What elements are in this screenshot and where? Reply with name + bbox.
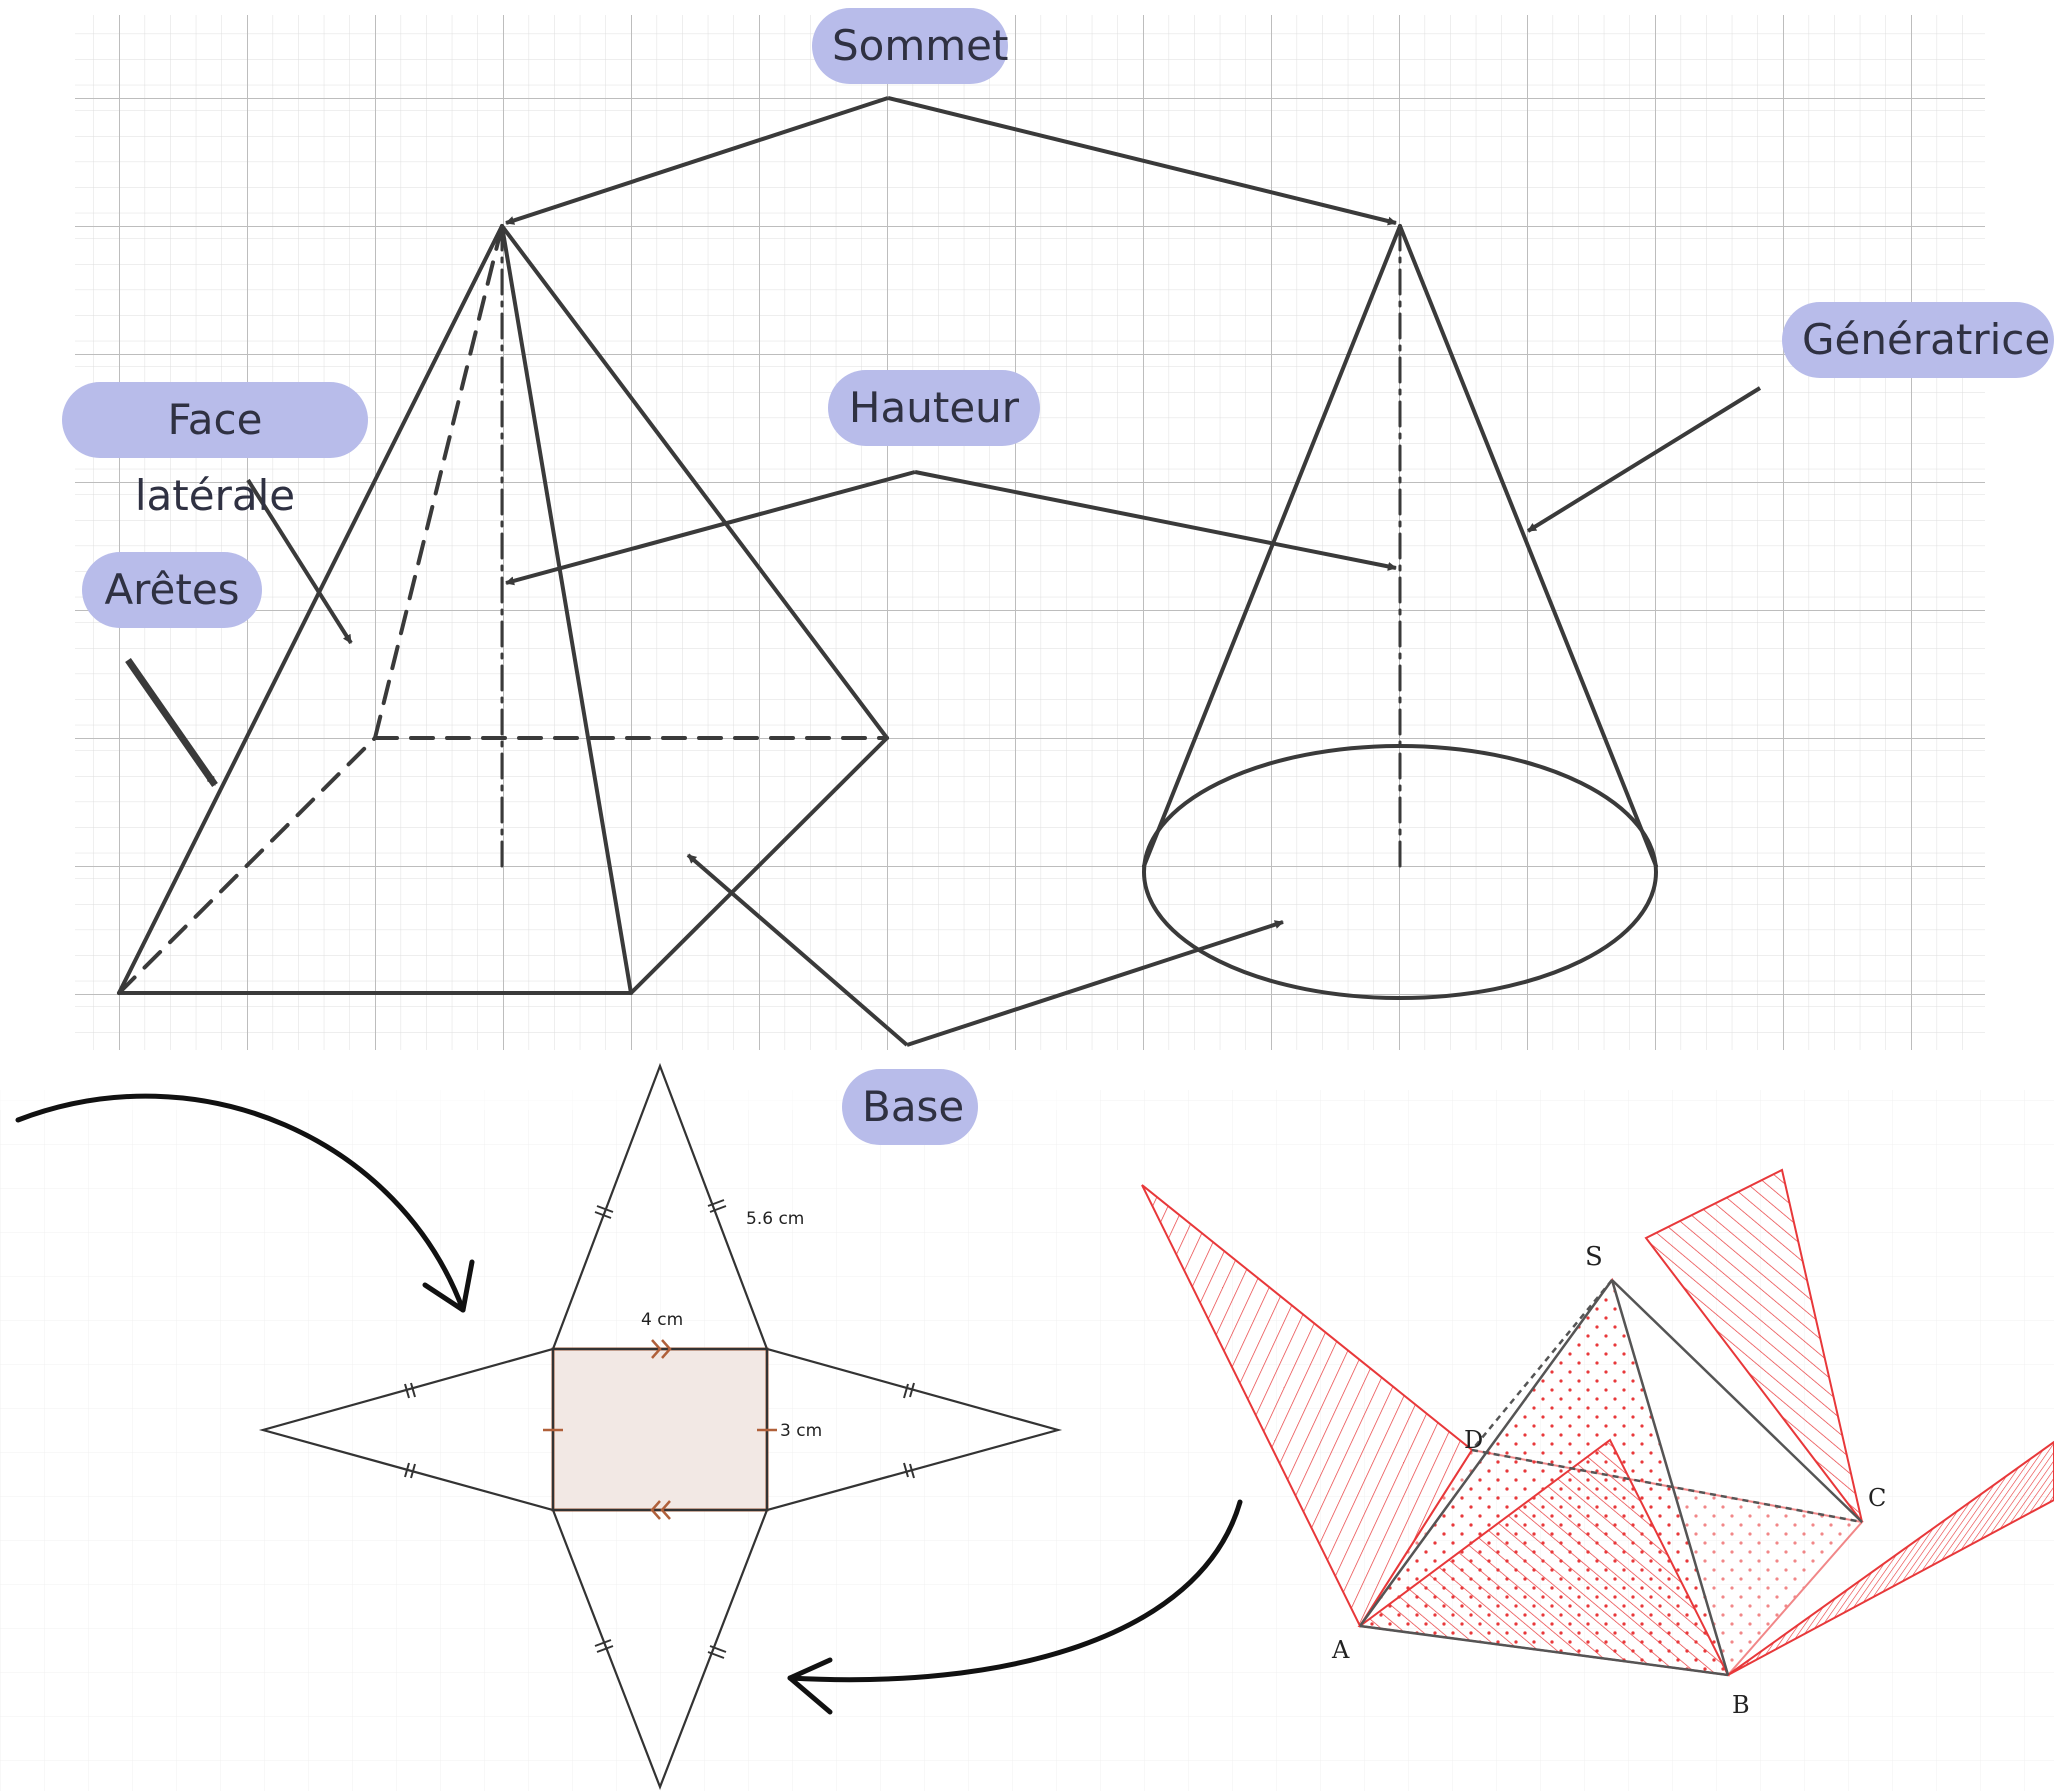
net-base-height-label: 3 cm — [780, 1421, 822, 1441]
label-face-laterale: Face latérale — [62, 382, 368, 520]
graph-paper-grid — [75, 15, 1985, 1050]
net-base-width-label: 4 cm — [641, 1310, 683, 1330]
hauteur-arrow — [914, 470, 1397, 571]
label-aretes: Arêtes — [82, 552, 262, 628]
pyramid-3d-edges — [1358, 1279, 1863, 1677]
vertex-label-b: B — [1732, 1691, 1750, 1719]
face-laterale-arrow — [246, 478, 353, 645]
label-hauteur: Hauteur — [828, 370, 1040, 446]
pyramid — [117, 224, 889, 995]
cone — [1142, 224, 1658, 1000]
pyramid-hidden-edge — [117, 736, 377, 995]
pyramid-hidden-edge — [373, 224, 504, 740]
pointer-arrows — [125, 96, 1762, 1047]
label-sommet: Sommet — [812, 8, 1009, 84]
vertex-label-d: D — [1464, 1426, 1483, 1454]
pyramid-edge — [500, 224, 889, 740]
vertex-label-a: A — [1331, 1636, 1350, 1664]
net-side-length-label: 5.6 cm — [746, 1209, 804, 1229]
curved-arrow-left — [15, 1093, 466, 1313]
net-base — [551, 1347, 769, 1512]
sommet-arrow — [887, 96, 1397, 226]
net-tick-marks — [404, 1199, 915, 1659]
base-arrow — [906, 920, 1284, 1047]
pyramid-edge — [117, 224, 504, 995]
pyramid-edge — [500, 224, 633, 995]
pyramid-3d-unfolding — [1141, 1168, 2054, 1677]
curved-arrow-right — [787, 1499, 1243, 1683]
cone-generatrix — [1142, 224, 1402, 868]
face-flap-back — [1644, 1168, 1863, 1523]
cone-generatrix — [1398, 224, 1658, 868]
sommet-arrow — [505, 96, 889, 225]
generatrice-arrow — [1526, 386, 1762, 533]
hauteur-arrow — [505, 470, 916, 586]
pyramid-edge — [629, 736, 889, 995]
face-flap-right — [1727, 1440, 2054, 1676]
vertex-label-s: S — [1585, 1242, 1603, 1272]
curved-arrows — [15, 1093, 1243, 1715]
label-generatrice: Génératrice — [1782, 302, 2054, 378]
pyramid-net — [258, 1062, 1063, 1791]
label-base: Base — [842, 1069, 978, 1145]
aretes-arrow — [125, 658, 218, 787]
base-arrow — [686, 853, 909, 1047]
vertex-label-c: C — [1868, 1484, 1886, 1512]
